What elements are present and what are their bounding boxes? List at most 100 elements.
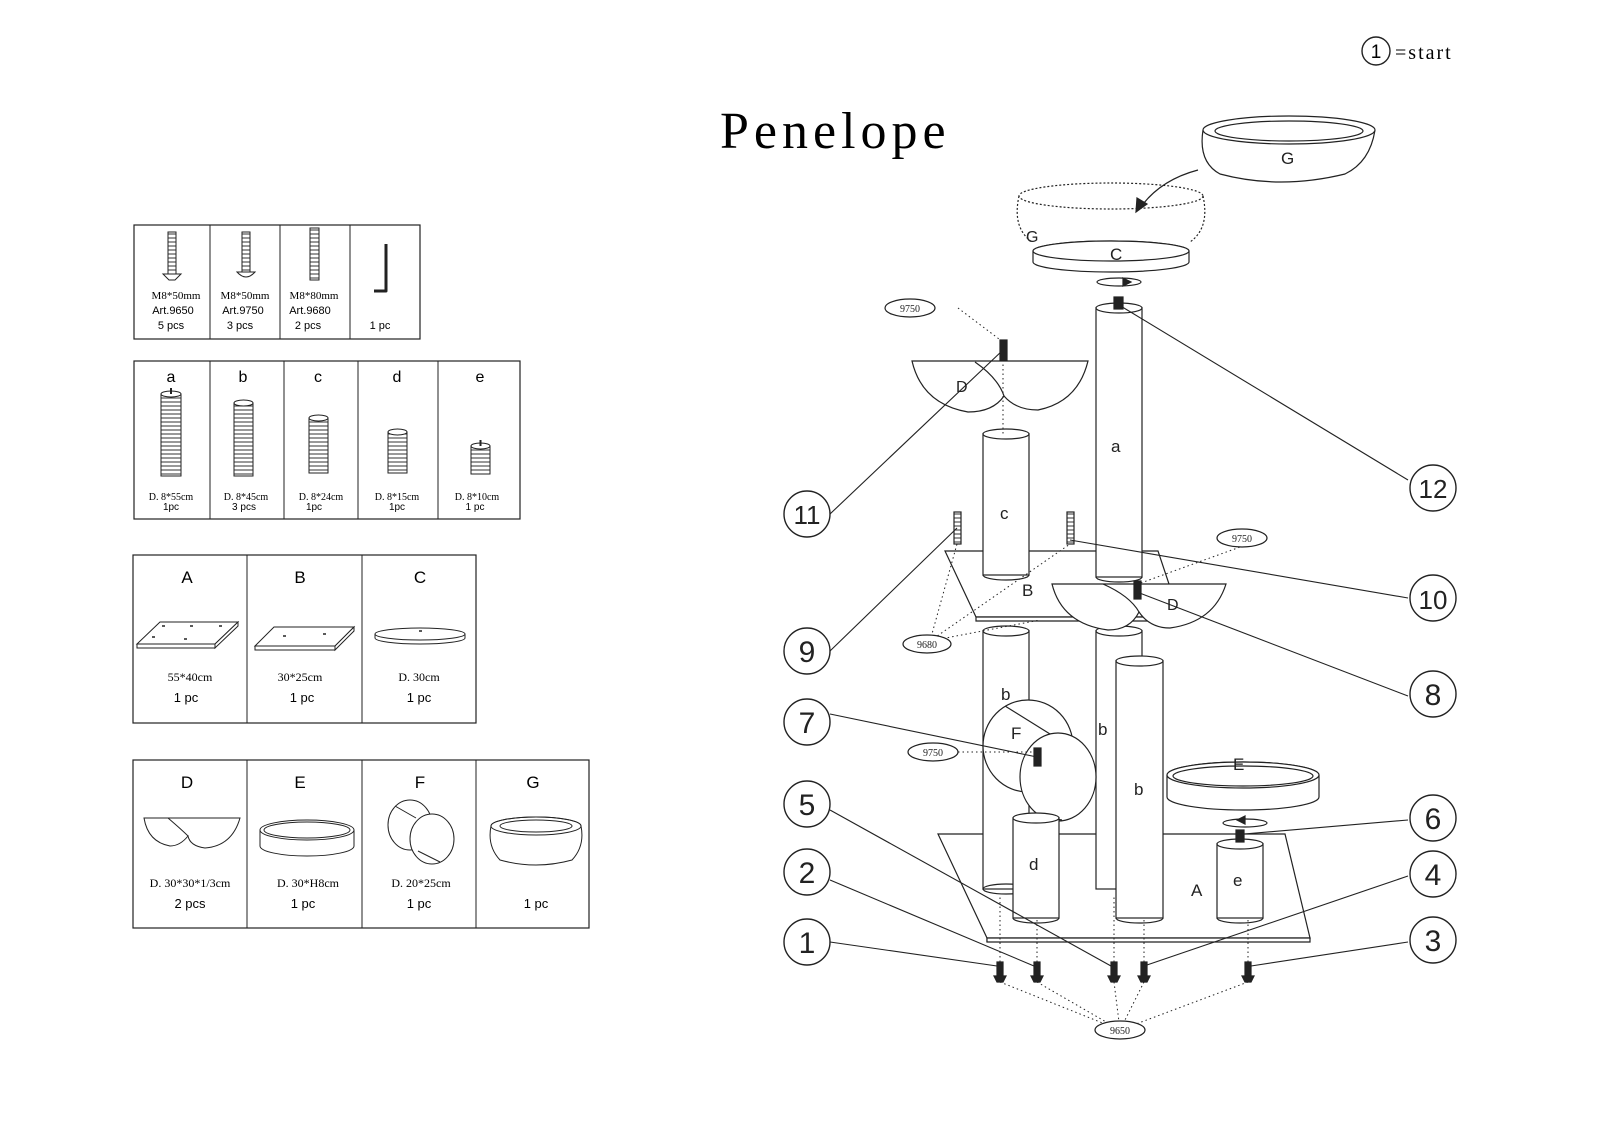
part-label-d: d (1029, 855, 1038, 874)
hardware-qty: 3 pcs (227, 320, 254, 332)
post-label: c (314, 369, 322, 386)
post-c (982, 428, 1030, 581)
page-title: Penelope (720, 103, 951, 160)
post-qty: 1 pc (466, 502, 485, 513)
post-dim: D. 8*55cm (149, 492, 194, 503)
hardware-qty: 2 pcs (295, 320, 322, 332)
step-number: 4 (1425, 859, 1442, 892)
board-label: C (414, 568, 426, 587)
step-number: 6 (1425, 803, 1442, 836)
hardware-size: M8*50mm (221, 290, 270, 302)
post-label: e (476, 369, 485, 386)
accessory-label: E (294, 773, 305, 792)
allen-key-icon (374, 244, 388, 293)
post-a (1095, 296, 1143, 583)
part-label-C: C (1110, 245, 1122, 264)
post-d-icon (387, 428, 408, 474)
post-qty: 1pc (306, 502, 322, 513)
step-number: 3 (1425, 925, 1442, 958)
part-label-B: B (1022, 581, 1033, 600)
tunnel-f-icon (387, 799, 455, 865)
accessory-dim: D. 30*H8cm (277, 876, 340, 890)
bed-g (1201, 115, 1376, 183)
post-label: a (167, 369, 176, 386)
screw-tag: 9750 (900, 304, 920, 315)
shelf-d-lower (1051, 580, 1227, 631)
board-qty: 1 pc (290, 690, 315, 705)
hardware-size: M8*80mm (290, 290, 339, 302)
step-number: 12 (1419, 474, 1448, 504)
step-number: 2 (799, 857, 816, 890)
part-label-E: E (1233, 755, 1244, 774)
accessory-qty: 2 pcs (174, 896, 206, 911)
step-circle-icon (1361, 36, 1391, 66)
post-dim: D. 8*45cm (224, 492, 269, 503)
post-label: d (393, 369, 402, 386)
board-label: B (294, 568, 305, 587)
step-number: 8 (1425, 679, 1442, 712)
bed-g-ghost (1016, 182, 1206, 243)
accessory-dim: D. 20*25cm (391, 876, 451, 890)
screw-tag: 9680 (917, 640, 937, 651)
flat-head-screw-icon (161, 231, 183, 281)
part-label-c: c (1000, 504, 1009, 523)
post-qty: 1pc (163, 502, 179, 513)
post-b-icon (233, 399, 254, 477)
step-number: 5 (799, 789, 816, 822)
hardware-art: Art.9750 (222, 305, 264, 317)
post-a-icon (160, 388, 182, 477)
board-c-icon (374, 627, 466, 645)
accessory-qty: 1 pc (407, 896, 432, 911)
post-dim: D. 8*15cm (375, 492, 420, 503)
hardware-qty: 5 pcs (158, 320, 185, 332)
post-label: b (239, 369, 248, 386)
hardware-qty: 1 pc (370, 320, 391, 332)
step-number: 1 (799, 927, 816, 960)
shelf-d-icon (143, 817, 241, 849)
board-c (1032, 240, 1190, 273)
assembly-diagram: A b b F d (783, 115, 1457, 1040)
bed-e-icon (259, 819, 355, 857)
legend-text: =start (1395, 42, 1453, 64)
post-e (1216, 829, 1264, 924)
shelf-d-upper (911, 339, 1089, 413)
step-number: 11 (794, 500, 821, 530)
board-dim: 30*25cm (278, 670, 323, 684)
board-qty: 1 pc (174, 690, 199, 705)
accessory-label: G (526, 773, 539, 792)
step-number: 7 (799, 707, 816, 740)
part-label-G: G (1281, 149, 1294, 168)
screw-tag: 9750 (1232, 534, 1252, 545)
accessory-label: D (181, 773, 193, 792)
post-e-icon (470, 440, 491, 475)
hardware-size: M8*50mm (152, 290, 201, 302)
button-head-screw-icon (235, 231, 257, 278)
part-label-a: a (1111, 437, 1121, 456)
step-number: 10 (1419, 585, 1448, 615)
board-b-icon (253, 625, 356, 652)
accessory-label: F (415, 773, 425, 792)
part-label-e: e (1233, 871, 1242, 890)
post-c-icon (308, 414, 329, 474)
arrow-head-icon (1135, 196, 1149, 214)
board-label: A (181, 568, 193, 587)
part-label-F: F (1011, 724, 1021, 743)
accessory-qty: 1 pc (524, 896, 549, 911)
part-label-b-mid: b (1098, 720, 1107, 739)
board-dim: D. 30cm (398, 670, 440, 684)
legend-step-number: 1 (1371, 42, 1382, 63)
screw-tag: 9750 (923, 748, 943, 759)
bed-e (1166, 761, 1320, 828)
part-label-b-front: b (1134, 780, 1143, 799)
screw-tags (884, 298, 1268, 1040)
rotate-arrow-icon (1096, 277, 1142, 287)
part-label-G-ghost: G (1026, 229, 1038, 246)
post-d (1012, 812, 1060, 924)
board-a-icon (135, 620, 240, 650)
threaded-rod-icon (309, 227, 320, 281)
part-label-b-left: b (1001, 685, 1010, 704)
part-label-A: A (1191, 881, 1203, 900)
post-dim: D. 8*10cm (455, 492, 500, 503)
posts-table: a b c d e D. 8*55cm 1pc D. 8*45 (133, 360, 521, 520)
